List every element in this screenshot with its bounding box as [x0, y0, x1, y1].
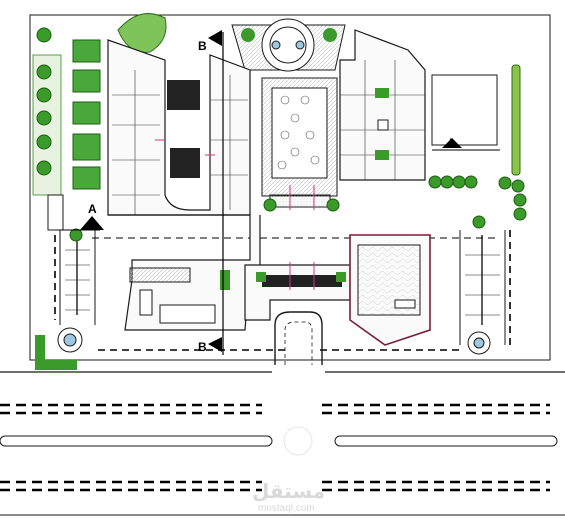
driveway-dashes	[54, 230, 511, 351]
site-boundary	[29, 14, 551, 361]
entry-arrows	[155, 139, 315, 290]
right-wing	[339, 29, 426, 181]
street	[0, 371, 565, 516]
section-a-left-marker: A	[60, 202, 104, 231]
right-tree-row	[428, 175, 527, 221]
median-left	[0, 435, 273, 447]
section-a-right-marker: A	[432, 136, 500, 151]
watermark-arabic: مستقل	[252, 479, 325, 503]
lower-right-hall	[349, 234, 431, 346]
right-upper-lot	[431, 74, 498, 146]
lower-left-building	[108, 214, 261, 331]
central-courtyard	[261, 77, 338, 197]
median-right	[334, 435, 558, 447]
section-b-line: B B	[198, 30, 224, 355]
entrance-drive	[274, 311, 323, 365]
left-wing	[107, 39, 251, 216]
watermark-latin: mostaql.com	[258, 503, 315, 514]
left-landscape-strip	[32, 27, 62, 196]
section-a-right-label: A	[447, 136, 456, 150]
section-b-top-label: B	[198, 39, 207, 53]
right-hedge-strip	[511, 64, 521, 176]
planter-boxes	[72, 39, 101, 190]
fountain-plaza	[231, 18, 346, 72]
section-a-left-label: A	[88, 202, 97, 216]
watermark: مستقل mostaql.com	[252, 479, 325, 514]
entrance-walkway	[263, 194, 340, 212]
section-b-bottom-label: B	[198, 340, 207, 354]
right-parking	[459, 215, 506, 355]
left-parking	[35, 194, 96, 370]
